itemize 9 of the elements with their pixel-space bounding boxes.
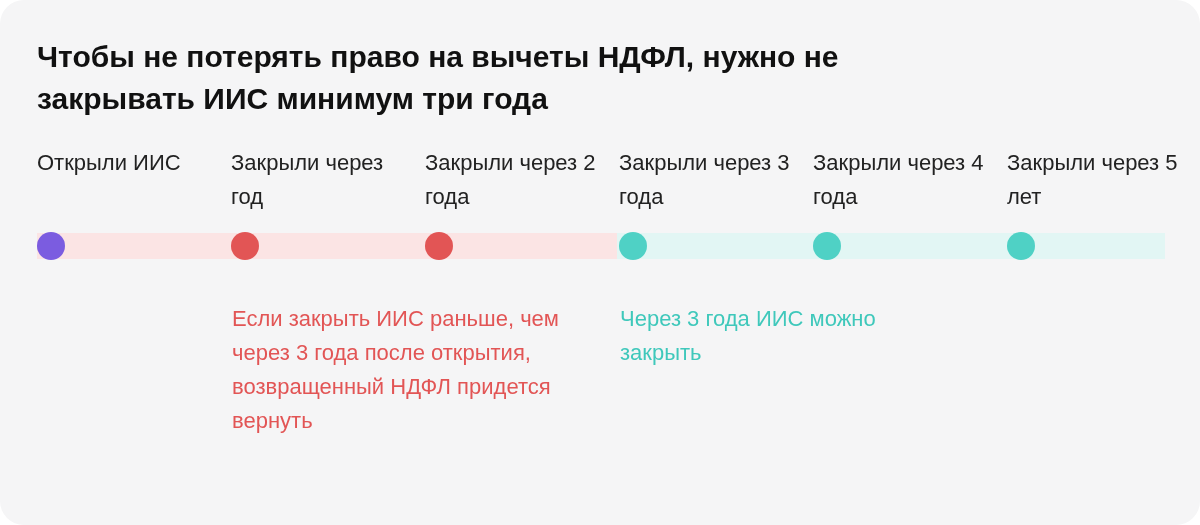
milestone-label: Закрыли через 5 лет [1007, 149, 1179, 211]
title: Чтобы не потерять право на вычеты НДФЛ, нужно не закрывать ИИС минимум три года [37, 39, 840, 117]
milestone-label: Закрыли через 4 года [813, 149, 985, 211]
milestone-label: Закрыли через 3 года [619, 149, 791, 211]
milestone-label: Открыли ИИС [37, 149, 182, 177]
milestone-label: Закрыли через год [231, 149, 385, 211]
note-text: Если закрыть ИИС раньше, чем через 3 года после открытия, возвращенный НДФЛ придется вернуть [232, 305, 560, 435]
note-text: Через 3 года ИИС можно закрыть [620, 305, 877, 367]
milestone-label: Закрыли через 2 года [425, 149, 597, 211]
